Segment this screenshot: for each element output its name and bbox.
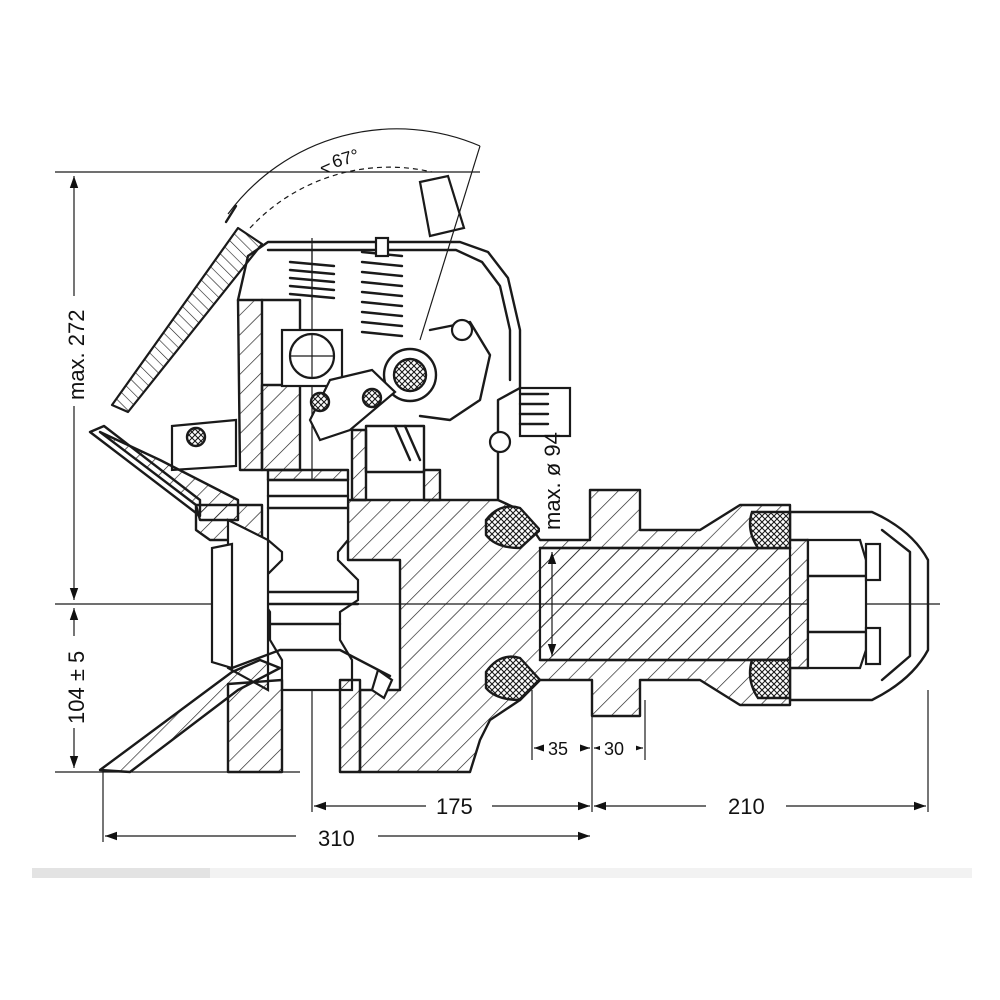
width-dimensions: 35 30 175 210 310 [105,736,926,851]
angle-label: 67° [330,145,362,172]
lower-jaw [98,518,394,774]
pivot-pin [392,357,428,393]
diameter-dimension: max. ø 94 [540,432,566,656]
width-310-label: 310 [318,826,355,851]
height-dimensions: max. 272 104 ± 5 [62,176,89,768]
footer-bar [32,868,972,878]
angle-prefix-mark: < [320,158,331,178]
width-175-label: 175 [436,794,473,819]
diameter-label: max. ø 94 [540,432,565,530]
footer-bar-accent [32,868,210,878]
electrical-connector [488,386,572,454]
side-valve [88,418,240,522]
height-bottom-label: 104 ± 5 [64,651,89,724]
coupling-pin [260,468,360,692]
release-handle [110,204,264,414]
upper-housing [236,174,522,502]
width-210-label: 210 [728,794,765,819]
width-35-label: 35 [548,739,568,759]
right-spring [360,236,404,338]
height-top-label: max. 272 [64,310,89,401]
buffer-end [788,510,930,702]
left-spring [288,245,336,300]
angle-dimension: 67° < [227,128,481,341]
width-30-label: 30 [604,739,624,759]
